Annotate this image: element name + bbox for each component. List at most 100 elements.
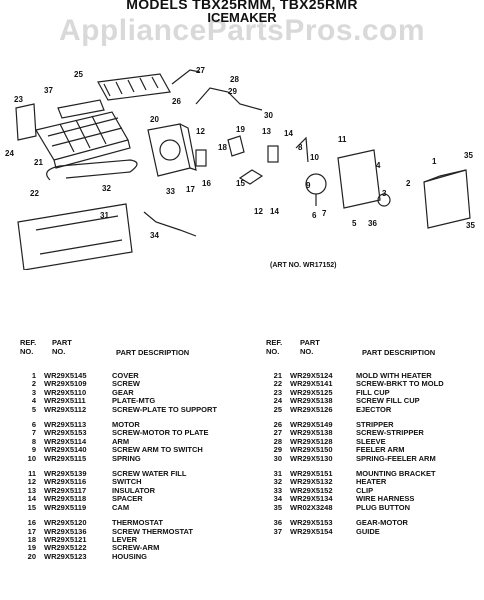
part-description-cell: MOLD WITH HEATER	[356, 371, 432, 380]
part-description-cell: FEELER ARM	[356, 445, 405, 455]
part-description-cell: INSULATOR	[112, 485, 156, 495]
svg-text:15: 15	[236, 179, 245, 188]
ref-no-cell: 30	[273, 453, 282, 463]
svg-text:30: 30	[264, 111, 273, 120]
svg-text:27: 27	[196, 66, 205, 75]
svg-text:6: 6	[312, 211, 317, 220]
part-description-cell: FILL CUP	[356, 387, 390, 397]
part-no-cell: WR29X5138	[290, 428, 333, 438]
ref-no-cell: 33	[273, 485, 282, 495]
part-no-cell: WR29X5117	[44, 485, 87, 495]
svg-text:13: 13	[262, 127, 271, 136]
svg-text:20: 20	[150, 115, 159, 124]
ref-no-cell: 2	[31, 379, 36, 389]
part-no-cell: WR29X5150	[290, 445, 333, 455]
part-no-cell: WR29X5132	[290, 477, 333, 487]
svg-text:31: 31	[100, 211, 109, 220]
part-no-cell: WR29X5154	[290, 526, 333, 536]
svg-text:12: 12	[254, 207, 263, 216]
ejector-part	[97, 73, 171, 101]
part-description-cell: SCREW-STRIPPER	[356, 428, 424, 438]
part-description-cell: THERMOSTAT	[112, 518, 163, 528]
svg-text:35: 35	[466, 221, 475, 230]
part-no-cell: WR29X5118	[44, 494, 87, 504]
svg-text:29: 29	[228, 87, 237, 96]
ref-no-cell: 17	[27, 526, 36, 536]
ref-no-cell: 23	[273, 387, 282, 397]
svg-text:35: 35	[464, 151, 473, 160]
part-no-cell: WR29X5130	[290, 453, 333, 463]
ref-no-cell: 8	[31, 436, 36, 446]
svg-text:24: 24	[5, 149, 14, 158]
ref-no-cell: 5	[31, 404, 36, 414]
part-description-cell: GEAR-MOTOR	[356, 518, 408, 528]
ref-no-cell: 20	[27, 551, 36, 561]
part-no-cell: WR29X5136	[44, 526, 87, 536]
part-description-cell: COVER	[112, 371, 139, 380]
ref-no-cell: 32	[273, 477, 282, 487]
ref-no-cell: 21	[273, 371, 282, 380]
fill-cup-part	[15, 103, 37, 141]
svg-text:2: 2	[406, 179, 411, 188]
page-subtitle: ICEMAKER	[207, 10, 277, 25]
heater-part	[46, 159, 138, 181]
cover-part	[423, 169, 471, 229]
part-description-cell: STRIPPER	[356, 420, 394, 430]
part-no-cell: WR29X5153	[44, 428, 87, 438]
svg-text:32: 32	[102, 184, 111, 193]
part-description-cell: GUIDE	[356, 526, 380, 536]
part-no-cell: WR29X5109	[44, 379, 87, 389]
part-description-cell: CAM	[112, 502, 130, 512]
svg-text:28: 28	[230, 75, 239, 84]
part-description-cell: ARM	[112, 436, 130, 446]
part-no-header-left: PART NO.	[52, 338, 72, 356]
part-description-cell: SCREW THERMOSTAT	[112, 526, 193, 536]
svg-text:21: 21	[34, 158, 43, 167]
svg-text:10: 10	[310, 153, 319, 162]
gear-part	[377, 193, 391, 207]
svg-text:19: 19	[236, 125, 245, 134]
parts-row: 33 WR29X5152 CLIP	[266, 485, 444, 495]
part-no-cell: WR29X5124	[290, 371, 333, 380]
ref-no-cell: 7	[31, 428, 36, 438]
ref-no-cell: 26	[273, 420, 282, 430]
part-no-cell: WR29X5120	[44, 518, 87, 528]
part-no-cell: WR29X5119	[44, 502, 87, 512]
ref-no-cell: 1	[31, 371, 36, 380]
ref-no-cell: 27	[273, 428, 282, 438]
feeler-arm-part	[195, 87, 263, 111]
part-description-cell: CLIP	[356, 485, 374, 495]
ref-no-cell: 19	[27, 543, 36, 553]
part-no-cell: WR29X5123	[44, 551, 87, 561]
part-no-cell: WR29X5145	[44, 371, 87, 380]
ref-no-cell: 10	[27, 453, 36, 463]
part-no-cell: WR29X5140	[44, 445, 87, 455]
ref-no-cell: 34	[273, 494, 282, 504]
part-no-cell: WR29X5152	[290, 485, 333, 495]
cam-part	[238, 169, 264, 185]
svg-text:1: 1	[432, 157, 437, 166]
svg-text:3: 3	[382, 189, 387, 198]
part-no-cell: WR29X5139	[44, 469, 87, 479]
mounting-plate-part	[337, 149, 381, 209]
part-description-cell: SCREW-MOTOR TO PLATE	[112, 428, 209, 438]
svg-text:23: 23	[14, 95, 23, 104]
svg-text:37: 37	[44, 86, 53, 95]
